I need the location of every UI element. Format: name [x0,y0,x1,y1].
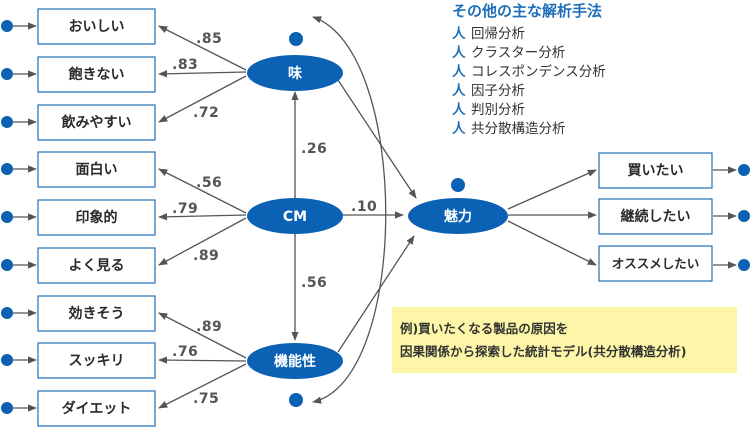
coef-cm-2: .79 [172,201,198,217]
observed-label-diet: ダイエット [62,400,132,417]
person-icon: 人 [452,64,466,80]
coef-cm-3: .89 [193,248,219,264]
observed-label-oishii: おいしい [69,19,125,35]
latent-label-taste: 味 [288,66,302,82]
note-box: 例)買いたくなる製品の原因を 因果関係から探索した統計モデル(共分散構造分析) [392,307,737,373]
coef-cm-to-appeal: .10 [351,199,377,215]
observed-label-yokumiru: よく見る [69,258,125,274]
error-term-dot [738,210,750,222]
observed-box-inshoteki [37,199,156,236]
error-term-dot [1,307,13,319]
person-icon: 人 [452,26,466,42]
error-term-dot [1,163,13,175]
observed-box-kikisou [37,295,156,332]
outcome-label-kaitai: 買いたい [628,163,684,179]
person-icon: 人 [452,83,466,99]
person-icon: 人 [452,102,466,118]
latent-node-cm [247,198,343,234]
coef-function-1: .89 [196,319,222,335]
observed-box-sukkiri [37,342,156,379]
outcome-variables: 買いたい 継続したい オススメしたい [598,152,750,282]
method-item: 回帰分析 [471,25,525,42]
error-term-dot [738,164,750,176]
observed-label-akinai: 飽きない [68,66,125,83]
note-line-2: 因果関係から探索した統計モデル(共分散構造分析) [400,344,686,359]
error-term-dot [1,402,13,414]
observed-label-omoshiroi: 面白い [76,161,118,178]
coef-cm-to-function: .56 [301,275,327,291]
observed-box-omoshiroi [37,151,156,188]
latent-label-appeal: 魅力 [444,208,472,225]
latent-node-taste [247,55,343,91]
disturbance-dot-function [289,393,303,407]
outcome-box-osusume [598,245,713,282]
latent-label-cm: CM [283,209,307,225]
structural-paths [291,16,597,404]
coef-cm-1: .56 [196,175,222,191]
error-term-dot [1,354,13,366]
method-item: 判別分析 [471,102,525,118]
coef-taste-1: .85 [196,31,222,47]
outcome-label-keizoku: 継続したい [621,208,691,225]
observed-label-sukkiri: スッキリ [69,353,125,369]
loading-arrows-left [158,25,247,409]
error-term-dot [1,116,13,128]
outcome-label-osusume: オススメしたい [612,256,700,271]
error-term-dot [1,259,13,271]
outcome-box-kaitai [598,152,713,189]
disturbance-dot-taste [289,32,303,46]
method-item: コレスポンデンス分析 [471,63,606,80]
note-background [392,307,737,373]
method-item: 共分散構造分析 [471,121,566,137]
method-item: 因子分析 [471,83,525,99]
observed-label-inshoteki: 印象的 [76,209,118,226]
latent-node-appeal [408,198,508,234]
methods-list: その他の主な解析手法 人 回帰分析 人 クラスター分析 人 コレスポンデンス分析… [452,2,606,137]
method-item: クラスター分析 [471,45,565,61]
observed-box-nomiyasui [37,104,156,141]
coef-function-2: .76 [172,344,198,360]
coef-function-3: .75 [193,391,219,407]
latent-node-function [247,343,343,379]
observed-label-nomiyasui: 飲みやすい [61,114,132,131]
error-term-dot [1,68,13,80]
error-term-dot [1,20,13,32]
coef-cm-to-taste: .26 [301,141,327,157]
observed-box-diet [37,390,156,427]
person-icon: 人 [452,45,466,61]
outcome-box-keizoku [598,198,713,235]
person-icon: 人 [452,121,466,137]
note-line-1: 例)買いたくなる製品の原因を [400,321,568,336]
loading-coefficients: .85 .83 .72 .56 .79 .89 .89 .76 .75 [172,31,222,407]
left-observed-variables: おいしい 飽きない 飲みやすい 面白い 印象的 よく見る 効きそう スッキリ [1,8,156,427]
methods-title: その他の主な解析手法 [452,2,602,20]
observed-box-yokumiru [37,247,156,284]
error-term-dot [738,259,750,271]
latent-label-function: 機能性 [274,353,316,370]
disturbance-dot-appeal [451,178,465,192]
observed-label-kikisou: 効きそう [69,305,125,322]
observed-box-oishii [37,8,156,45]
observed-box-akinai [37,56,156,93]
coef-taste-3: .72 [193,105,219,121]
coef-taste-2: .83 [172,57,198,73]
error-term-dot [1,211,13,223]
